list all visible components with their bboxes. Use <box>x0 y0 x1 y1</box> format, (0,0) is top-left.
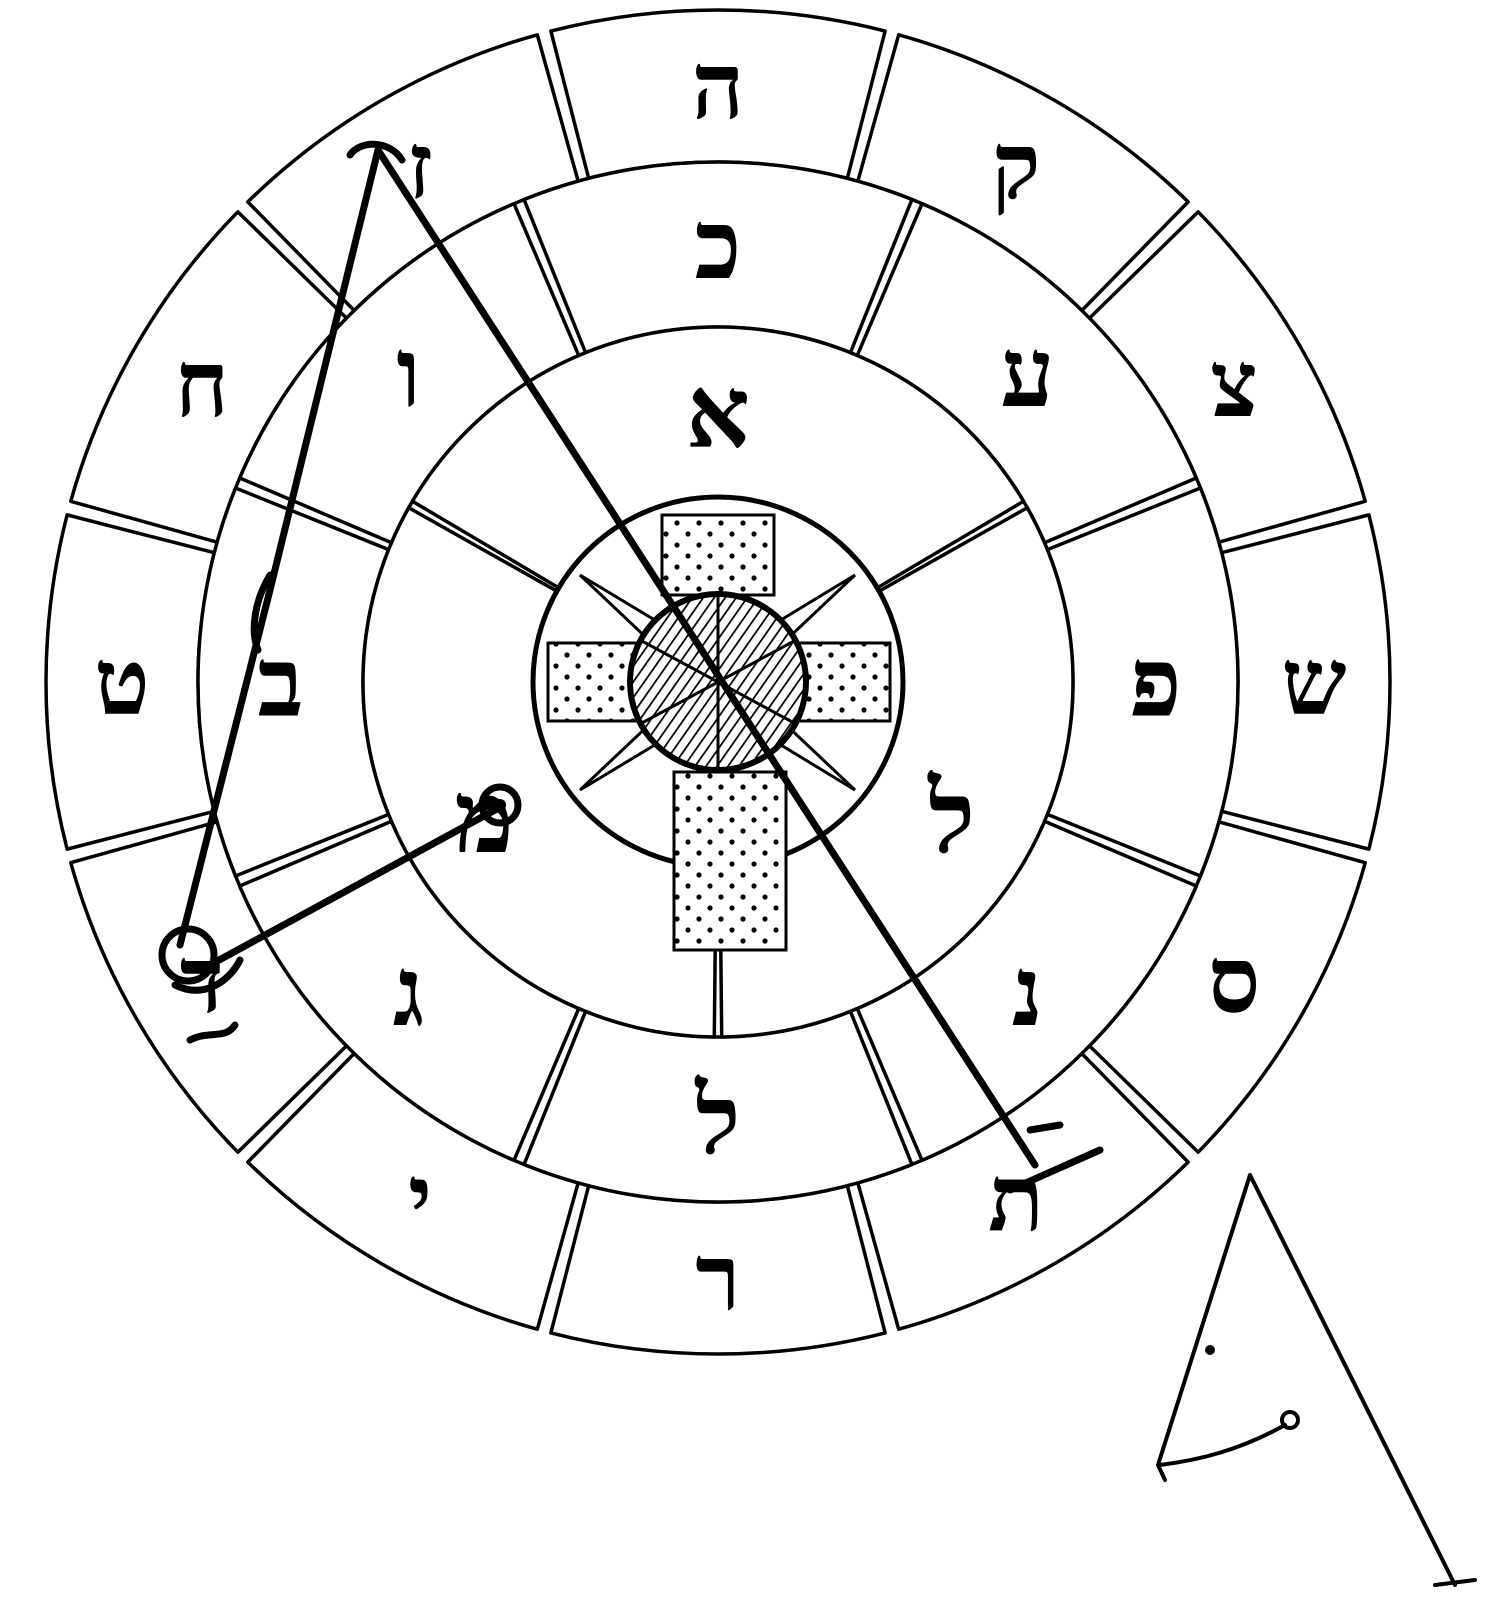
outer-ring-letter: ט <box>94 628 150 736</box>
outer-ring-letter: ח <box>175 330 229 438</box>
middle-ring-letter: ב <box>257 626 303 739</box>
cross-top-arm <box>662 515 774 595</box>
middle-ring-letter: נ <box>1012 935 1043 1048</box>
inner-ring-letter: ל <box>927 758 975 876</box>
cross-bottom-arm <box>674 772 786 950</box>
outer-ring-letter: צ <box>1210 330 1258 438</box>
outer-ring-letter: ס <box>1208 926 1260 1034</box>
outer-ring-letter: ש <box>1281 628 1346 736</box>
middle-ring-letter: כ <box>695 188 742 301</box>
middle-ring-letter: ו <box>396 316 421 429</box>
outer-ring-letter: ק <box>991 112 1040 220</box>
inner-ring-letter: א <box>686 353 750 471</box>
middle-ring-letter: ע <box>1000 316 1054 429</box>
sigil-triangle-icon <box>1158 1175 1475 1585</box>
middle-ring-letter: ל <box>695 1063 741 1176</box>
outer-ring-letter: י <box>408 1144 432 1252</box>
outer-ring-letter: ר <box>695 1224 740 1332</box>
middle-ring-letter: ג <box>393 935 425 1048</box>
outer-ring-letter: ה <box>692 32 745 140</box>
middle-ring-letter: פ <box>1129 626 1181 739</box>
